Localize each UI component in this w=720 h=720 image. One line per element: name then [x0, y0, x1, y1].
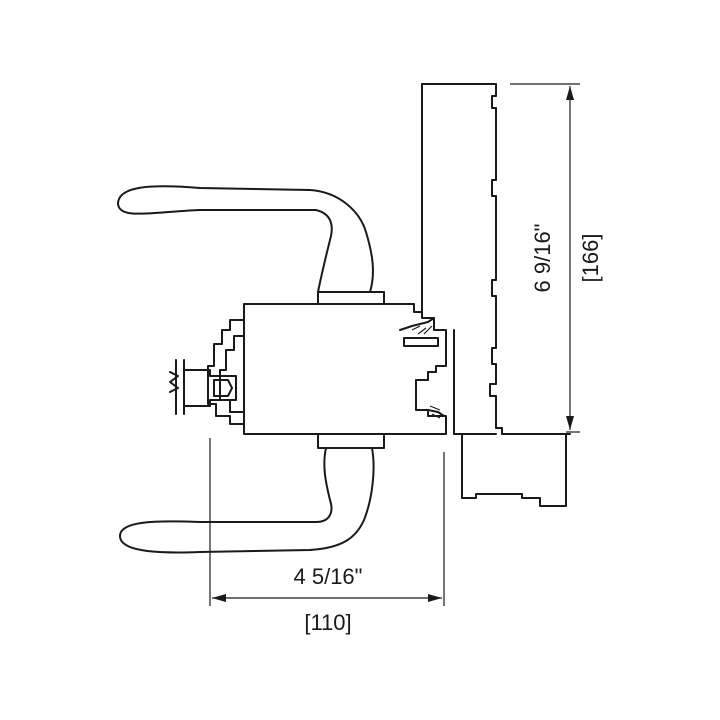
height-metric-label: [166] [578, 234, 603, 283]
width-dimension-line [212, 594, 442, 602]
latch-bolt [399, 317, 445, 419]
upper-lever-handle [117, 185, 385, 305]
width-metric-label: [110] [304, 610, 351, 635]
inner-escutcheon [207, 319, 245, 425]
height-imperial-label: 6 9/16" [530, 224, 555, 293]
spindle-trim [169, 359, 237, 415]
lower-lever-handle [119, 433, 385, 554]
door-panel [421, 83, 571, 435]
height-dimension-line [566, 86, 574, 430]
extension-lines [209, 83, 580, 606]
strike-frame-block [461, 433, 567, 507]
width-imperial-label: 4 5/16" [294, 564, 363, 589]
lock-body [243, 303, 447, 435]
